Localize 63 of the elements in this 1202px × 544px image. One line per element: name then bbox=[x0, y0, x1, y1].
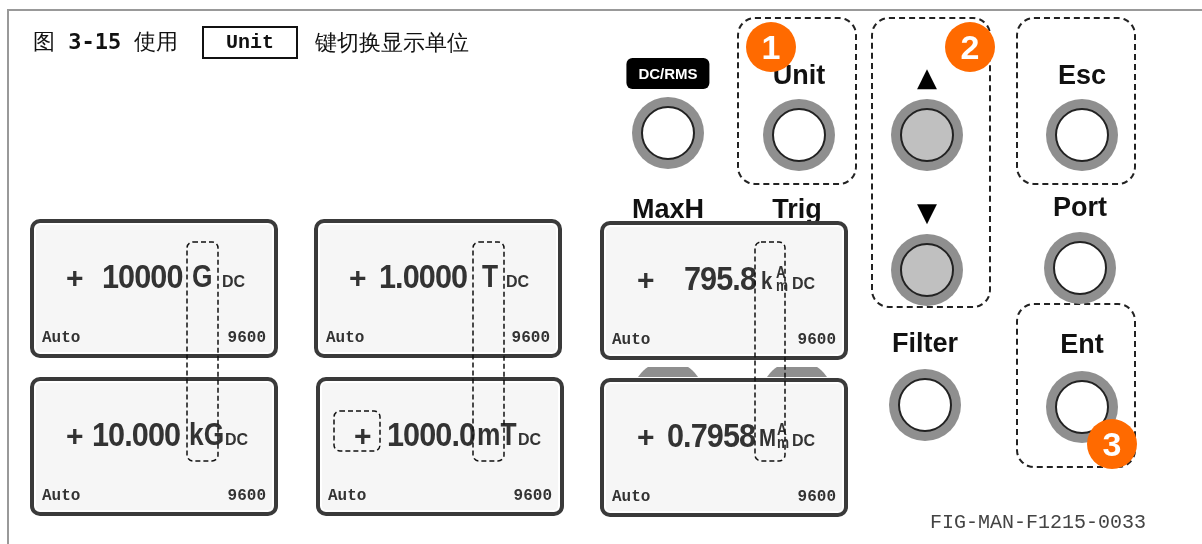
lcd-display bbox=[314, 219, 562, 358]
baud-text: 9600 bbox=[511, 330, 550, 346]
range-text: Auto bbox=[612, 332, 651, 348]
title-text: 键切换显示单位 bbox=[315, 31, 469, 56]
unit-prefix: M bbox=[759, 426, 776, 450]
sign-text: + bbox=[349, 263, 367, 293]
mode-text: DC bbox=[518, 432, 542, 448]
baud-text: 9600 bbox=[797, 332, 836, 348]
figure-code: FIG-MAN-F1215-0033 bbox=[930, 512, 1147, 534]
baud-text: 9600 bbox=[513, 488, 552, 504]
unit-text: m bbox=[776, 278, 789, 294]
highlight-group bbox=[1016, 17, 1136, 185]
baud-text: 9600 bbox=[227, 488, 266, 504]
range-text: Auto bbox=[42, 330, 81, 346]
mode-text: DC bbox=[506, 274, 530, 290]
highlight-group bbox=[737, 17, 857, 185]
button-label: Filter bbox=[892, 330, 958, 357]
button-label: Esc bbox=[1058, 62, 1106, 89]
mode-text: DC bbox=[222, 274, 246, 290]
baud-text: 9600 bbox=[797, 489, 836, 505]
lcd-display bbox=[600, 378, 848, 517]
unit-text: m bbox=[777, 435, 790, 451]
range-text: Auto bbox=[328, 488, 367, 504]
lcd-display bbox=[316, 377, 564, 516]
sign-text: + bbox=[66, 263, 84, 293]
step-badge: 2 bbox=[945, 22, 995, 72]
step-badge: 3 bbox=[1087, 419, 1137, 469]
mode-text: DC bbox=[225, 432, 249, 448]
reading-value: 1000.0 bbox=[387, 417, 476, 451]
reading-value: 795.8 bbox=[684, 261, 757, 295]
unit-text: A bbox=[776, 265, 786, 281]
sign-text: + bbox=[66, 421, 84, 451]
range-text: Auto bbox=[612, 489, 651, 505]
mode-text: DC bbox=[792, 276, 816, 292]
unit-text: mT bbox=[477, 419, 517, 450]
figure-title: 图 3-15 使用 bbox=[33, 28, 179, 56]
reading-value: 0.7958 bbox=[667, 418, 756, 452]
unit-prefix: k bbox=[761, 269, 773, 293]
button-label: Ent bbox=[1060, 331, 1104, 358]
button-label: Port bbox=[1053, 194, 1107, 221]
sign-text: + bbox=[354, 421, 372, 451]
lcd-display bbox=[30, 219, 278, 358]
sign-text: + bbox=[637, 422, 655, 452]
range-text: Auto bbox=[326, 330, 365, 346]
mode-badge: DC/RMS bbox=[626, 58, 710, 89]
reading-value: 1.0000 bbox=[379, 259, 468, 293]
unit-text: G bbox=[192, 261, 213, 292]
lcd-display bbox=[600, 221, 848, 360]
baud-text: 9600 bbox=[227, 330, 266, 346]
unit-text: kG bbox=[189, 419, 225, 450]
highlight-group bbox=[1016, 303, 1136, 468]
key-name: Unit bbox=[202, 26, 298, 59]
sign-text: + bbox=[637, 265, 655, 295]
reading-value: 10.000 bbox=[92, 417, 181, 451]
mode-text: DC bbox=[792, 433, 816, 449]
arrow-key-label: ▼ bbox=[917, 199, 937, 225]
lcd-display bbox=[30, 377, 278, 516]
arrow-key-label: ▲ bbox=[917, 64, 937, 90]
unit-text: T bbox=[482, 261, 499, 292]
reading-value: 10000 bbox=[102, 259, 183, 293]
button-label: MaxH bbox=[632, 196, 704, 223]
range-text: Auto bbox=[42, 488, 81, 504]
unit-text: A bbox=[777, 422, 787, 438]
